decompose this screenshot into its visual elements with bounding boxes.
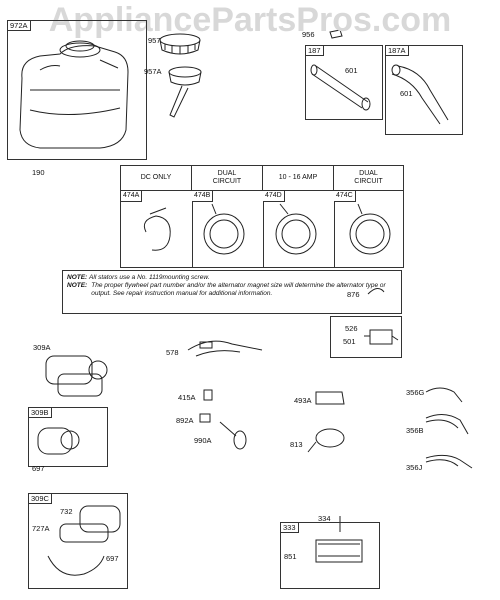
part-label-876[interactable]: 876 xyxy=(347,290,360,299)
part-label-187[interactable]: 187 xyxy=(306,46,324,56)
part-label-187A[interactable]: 187A xyxy=(386,46,409,56)
stator-474C-drawing xyxy=(349,203,391,255)
part-box-972A: 972A xyxy=(7,20,147,160)
part-box-187: 187 xyxy=(305,45,383,120)
part-label-309C[interactable]: 309C xyxy=(29,494,52,504)
note-box: NOTE: All stators use a No. 1119mounting… xyxy=(62,270,402,314)
part-label-356B[interactable]: 356B xyxy=(406,426,424,435)
part-label-356J[interactable]: 356J xyxy=(406,463,423,472)
stator-divider xyxy=(192,191,193,267)
stator-474A-drawing xyxy=(143,207,171,251)
part-box-309C: 309C xyxy=(28,493,128,589)
part-label-990A[interactable]: 990A xyxy=(194,436,212,445)
note-label-2: NOTE: xyxy=(67,282,88,289)
note-label-1: NOTE: xyxy=(67,274,88,281)
part-label-474D[interactable]: 474D xyxy=(263,191,285,202)
part-label-957A[interactable]: 957A xyxy=(144,67,162,76)
part-label-601-a[interactable]: 601 xyxy=(345,66,358,75)
part-label-578[interactable]: 578 xyxy=(166,348,179,357)
note-text-2: The proper flywheel part number and/or t… xyxy=(91,282,386,297)
part-box-526-501 xyxy=(330,316,402,358)
part-label-415A[interactable]: 415A xyxy=(178,393,196,402)
stator-col-head-amp: 10 - 16 AMP xyxy=(263,166,334,191)
part-label-601-b[interactable]: 601 xyxy=(400,89,413,98)
note-text-1: All stators use a No. 1119mounting screw… xyxy=(89,274,210,281)
part-label-493A[interactable]: 493A xyxy=(294,396,312,405)
part-box-309B: 309B xyxy=(28,407,108,467)
part-label-309B[interactable]: 309B xyxy=(29,408,52,418)
stator-divider xyxy=(263,191,264,267)
part-label-697-b[interactable]: 697 xyxy=(106,554,119,563)
stator-col-1-heading: DUAL CIRCUIT xyxy=(212,170,242,185)
part-box-187A: 187A xyxy=(385,45,463,135)
stator-474D-drawing xyxy=(275,203,317,255)
stator-col-3-heading: DUAL CIRCUIT xyxy=(354,170,383,185)
part-box-333: 333 xyxy=(280,522,380,589)
stator-table: DC ONLY DUAL CIRCUIT 10 - 16 AMP DUAL CI… xyxy=(120,165,404,268)
part-label-957[interactable]: 957 xyxy=(148,36,161,45)
part-label-474A[interactable]: 474A xyxy=(121,191,143,202)
part-label-851[interactable]: 851 xyxy=(284,552,297,561)
part-label-697-a[interactable]: 697 xyxy=(32,464,45,473)
starter-309A-drawing xyxy=(45,355,108,397)
part-label-727A[interactable]: 727A xyxy=(32,524,50,533)
note-line-1: NOTE: All stators use a No. 1119mounting… xyxy=(67,274,397,282)
part-label-732[interactable]: 732 xyxy=(60,507,73,516)
stator-474B-drawing xyxy=(203,203,245,255)
part-label-526[interactable]: 526 xyxy=(345,324,358,333)
stator-col-head-dc-only: DC ONLY xyxy=(121,166,192,191)
part-label-333[interactable]: 333 xyxy=(281,523,299,533)
stator-divider xyxy=(334,191,335,267)
part-label-190[interactable]: 190 xyxy=(32,168,45,177)
stator-col-head-dual-1: DUAL CIRCUIT xyxy=(192,166,263,191)
part-label-474C[interactable]: 474C xyxy=(334,191,356,202)
part-label-334[interactable]: 334 xyxy=(318,514,331,523)
part-label-309A[interactable]: 309A xyxy=(33,343,51,352)
part-label-972A[interactable]: 972A xyxy=(8,21,31,31)
stator-col-2-heading: 10 - 16 AMP xyxy=(278,174,318,181)
fuel-tank-drawing xyxy=(19,40,129,149)
note-line-2: NOTE:The proper flywheel part number and… xyxy=(67,282,397,298)
part-label-501[interactable]: 501 xyxy=(343,337,356,346)
part-label-356G[interactable]: 356G xyxy=(406,388,425,397)
part-label-892A[interactable]: 892A xyxy=(176,416,194,425)
part-label-474B[interactable]: 474B xyxy=(192,191,214,202)
part-label-813[interactable]: 813 xyxy=(290,440,303,449)
stator-col-0-heading: DC ONLY xyxy=(140,174,172,181)
part-label-956[interactable]: 956 xyxy=(302,30,315,39)
stator-col-head-dual-2: DUAL CIRCUIT xyxy=(334,166,403,191)
